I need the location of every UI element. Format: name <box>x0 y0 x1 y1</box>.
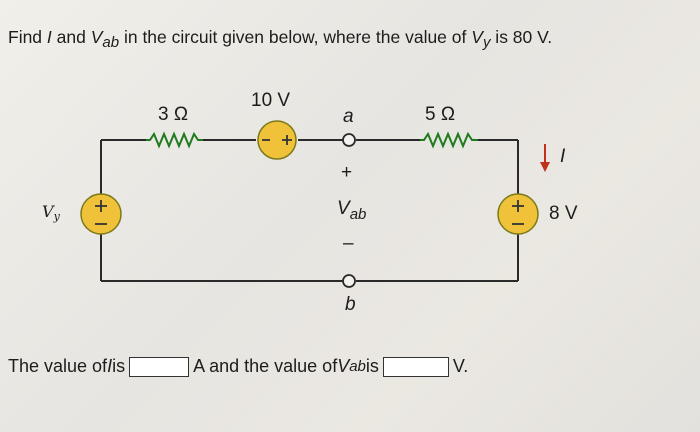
voltage-source-vy <box>80 193 122 235</box>
vab-plus-sign: + <box>341 162 353 183</box>
node-b-label: b <box>345 294 356 315</box>
current-label: I <box>560 146 566 167</box>
question-text: Find I and Vab in the circuit given belo… <box>8 27 553 51</box>
wires <box>100 139 519 282</box>
var-i: I <box>46 27 52 47</box>
voltage-source-8v <box>497 193 539 235</box>
voltage-source-10v <box>257 120 297 160</box>
resistor-3ohm <box>146 131 203 149</box>
terminal-a <box>342 133 356 147</box>
v8-label: 8 V <box>549 203 578 224</box>
r1-label: 3 Ω <box>158 104 189 125</box>
resistor-5ohm <box>420 131 478 149</box>
vab-label: Vab <box>337 198 367 223</box>
r2-label: 5 Ω <box>425 104 456 125</box>
vab-minus-sign: – <box>343 233 354 254</box>
answer-vab-input[interactable] <box>382 356 449 377</box>
current-arrow <box>540 144 550 172</box>
answer-i-input[interactable] <box>129 356 190 377</box>
node-a-label: a <box>343 106 354 127</box>
vy-label: Vy <box>42 202 60 223</box>
v10-label: 10 V <box>251 90 291 111</box>
terminal-b <box>342 274 356 288</box>
